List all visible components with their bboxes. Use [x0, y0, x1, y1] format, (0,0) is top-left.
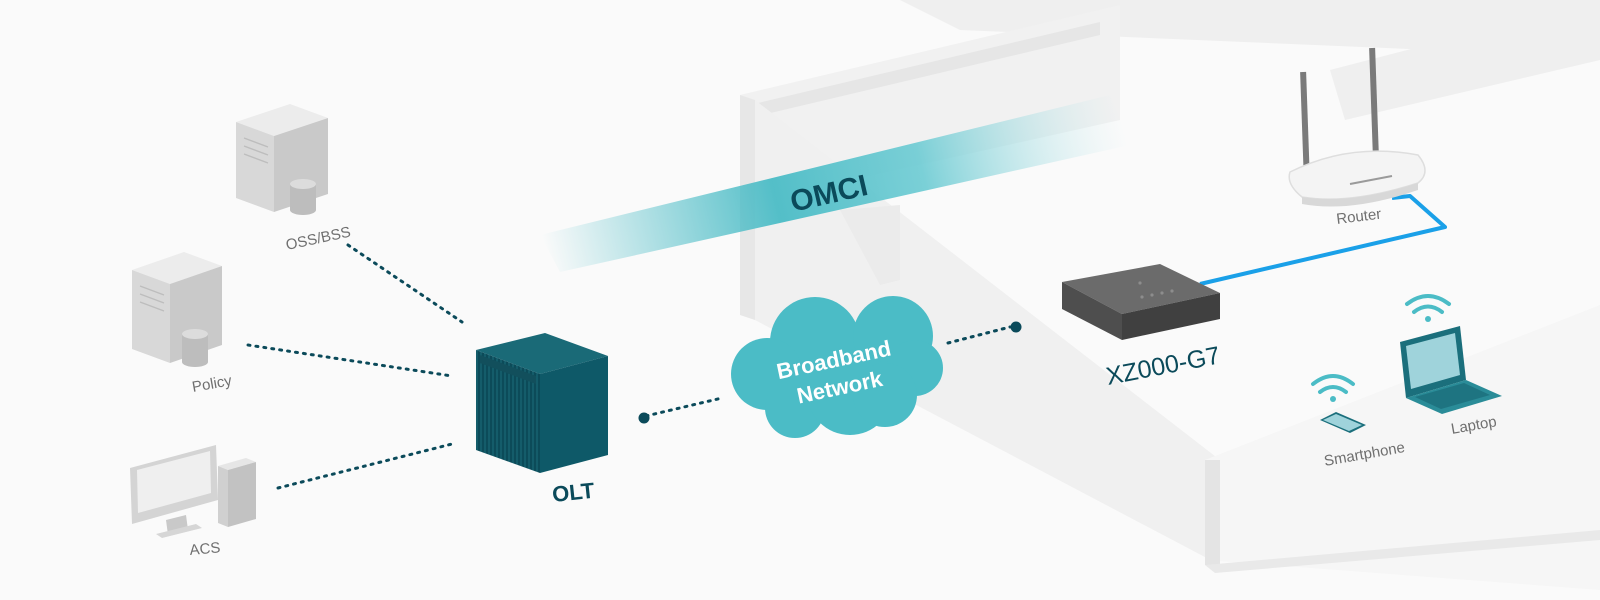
desktop-computer-icon	[130, 445, 256, 538]
smartphone-icon	[1320, 412, 1366, 433]
link-olt-cloud	[644, 396, 724, 418]
router-icon	[1288, 47, 1426, 207]
router-label: Router	[1335, 206, 1382, 228]
olt-label: OLT	[551, 478, 596, 507]
link-acs-olt	[276, 442, 454, 490]
ont-device-icon	[1062, 264, 1220, 340]
link-policy-olt	[246, 343, 454, 378]
database-icon	[182, 329, 208, 367]
link-cloud-ont	[946, 325, 1012, 345]
policy-label: Policy	[191, 372, 234, 396]
oss-bss-label: OSS/BSS	[284, 224, 352, 254]
dotted-links	[246, 243, 1012, 490]
link-endpoint-ont	[1010, 321, 1022, 333]
database-icon	[290, 179, 316, 215]
omci-beam	[540, 95, 1130, 272]
server-icon	[236, 104, 328, 215]
link-endpoint-olt	[638, 412, 650, 424]
wifi-icon	[1405, 294, 1451, 322]
laptop-icon	[1400, 326, 1502, 414]
cloud-icon	[731, 296, 943, 438]
ont-label: XZ000-G7	[1104, 341, 1223, 390]
acs-label: ACS	[189, 539, 221, 559]
ethernet-link	[1199, 194, 1447, 286]
link-oss-olt	[346, 243, 464, 324]
wifi-icon	[1311, 374, 1355, 402]
olt-chassis-icon	[476, 333, 608, 473]
server-icon	[132, 252, 222, 367]
